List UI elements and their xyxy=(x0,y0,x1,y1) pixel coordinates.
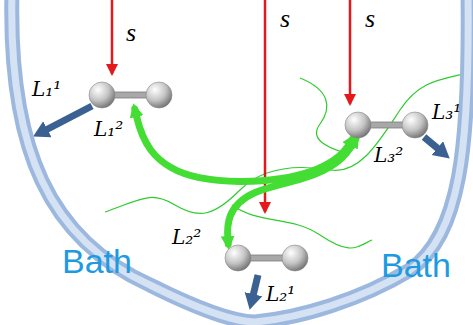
operator-label: L₂¹ xyxy=(266,284,295,304)
operator-label: L₁² xyxy=(94,119,123,139)
wavy-line xyxy=(105,72,472,213)
field-label: s xyxy=(280,6,290,32)
molecule-node: L₂²L₂¹ xyxy=(224,244,309,272)
field-label: s xyxy=(365,6,375,32)
field-label: s xyxy=(126,20,136,46)
atom-sphere xyxy=(146,82,172,108)
operator-label: L₃¹ xyxy=(432,102,461,122)
atom-sphere xyxy=(402,112,428,138)
operator-label: L₃² xyxy=(374,145,403,165)
wavy-line xyxy=(232,205,372,248)
operator-label: L₂² xyxy=(172,227,201,247)
bath-label: Bath xyxy=(62,244,132,278)
dumbbell-molecule xyxy=(344,111,429,139)
excitation-arrow xyxy=(111,0,114,74)
atom-sphere xyxy=(89,82,115,108)
bath-label: Bath xyxy=(381,248,451,282)
dumbbell-molecule xyxy=(88,81,173,109)
coupling-connector xyxy=(228,139,356,244)
thin-green-lines xyxy=(105,72,472,248)
molecule-node: L₁¹L₁² xyxy=(88,81,173,109)
decay-arrow xyxy=(252,275,258,300)
atom-sphere xyxy=(225,245,251,271)
atom-sphere xyxy=(282,245,308,271)
decay-arrow xyxy=(424,137,442,152)
excitation-arrow xyxy=(349,0,352,104)
operator-label: L₁¹ xyxy=(32,79,61,99)
atom-sphere xyxy=(345,112,371,138)
bath-band xyxy=(12,0,468,322)
decay-arrow xyxy=(42,106,92,132)
dumbbell-molecule xyxy=(224,244,309,272)
wavy-line xyxy=(300,78,342,152)
bath-band-light xyxy=(12,0,468,322)
molecule-node: L₃¹L₃² xyxy=(344,111,429,139)
